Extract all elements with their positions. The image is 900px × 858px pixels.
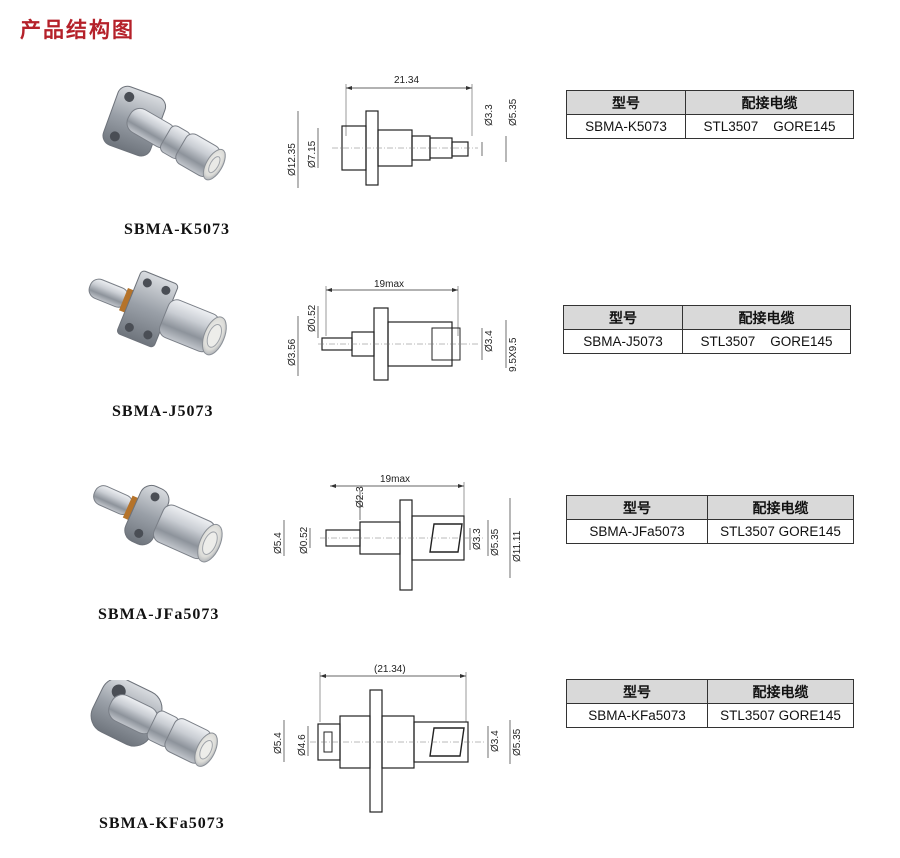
cell-cable: STL3507 GORE145 <box>707 703 854 728</box>
dim-length: 19max <box>374 279 404 290</box>
dim-a: Ø2.3 <box>355 486 366 508</box>
cell-cable: STL3507 GORE145 <box>685 114 854 139</box>
spec-table: 型号 配接电缆 SBMA-KFa5073 STL3507 GORE145 <box>566 679 854 728</box>
header-model: 型号 <box>566 90 686 115</box>
dim-length: 19max <box>380 474 410 485</box>
header-cable: 配接电缆 <box>707 495 854 520</box>
header-model: 型号 <box>566 679 708 704</box>
model-label: SBMA-J5073 <box>112 403 214 420</box>
spec-table: 型号 配接电缆 SBMA-JFa5073 STL3507 GORE145 <box>566 495 854 544</box>
connector-photo <box>102 85 226 181</box>
cell-model: SBMA-JFa5073 <box>566 519 708 544</box>
dim-d: Ø5.35 <box>512 728 523 756</box>
model-label: SBMA-KFa5073 <box>99 815 225 832</box>
header-cable: 配接电缆 <box>707 679 854 704</box>
dim-outer: Ø5.35 <box>508 98 519 126</box>
spec-table: 型号 配接电缆 SBMA-J5073 STL3507 GORE145 <box>563 305 851 354</box>
header-model: 型号 <box>563 305 683 330</box>
dim-b: Ø4.6 <box>297 734 308 756</box>
dim-length: (21.34) <box>374 664 406 675</box>
dim-d: Ø3.3 <box>472 528 483 550</box>
cell-model: SBMA-KFa5073 <box>566 703 708 728</box>
cell-model: SBMA-J5073 <box>563 329 683 354</box>
connector-photo <box>93 484 223 563</box>
dim-c: Ø3.4 <box>490 730 501 752</box>
dimension-drawing: 19max Ø3.56 Ø0.52 Ø3.4 9.5X9.5 <box>287 279 519 381</box>
dim-body: Ø7.15 <box>307 140 318 168</box>
spec-table: 型号 配接电缆 SBMA-K5073 STL3507 GORE145 <box>566 90 854 139</box>
cell-cable: STL3507 GORE145 <box>707 519 854 544</box>
dim-flange: Ø12.35 <box>287 143 298 176</box>
header-cable: 配接电缆 <box>685 90 854 115</box>
dim-d: 9.5X9.5 <box>508 337 519 372</box>
cell-model: SBMA-K5073 <box>566 114 686 139</box>
dimension-drawing: 19max Ø2.3 Ø5.4 Ø0.52 Ø3.3 Ø5.35 Ø11.11 <box>273 474 523 591</box>
model-label: SBMA-JFa5073 <box>98 606 220 623</box>
dim-e: Ø5.35 <box>490 528 501 556</box>
dim-pin: Ø3.3 <box>484 104 495 126</box>
dim-b: Ø0.52 <box>307 304 318 332</box>
dim-a: Ø5.4 <box>273 732 284 754</box>
model-label: SBMA-K5073 <box>124 221 230 238</box>
header-cable: 配接电缆 <box>682 305 851 330</box>
dim-f: Ø11.11 <box>512 530 523 562</box>
dim-c: Ø0.52 <box>299 526 310 554</box>
dim-b: Ø5.4 <box>273 532 284 554</box>
dimension-drawing: 21.34 Ø12.35 Ø7.15 Ø3.3 Ø5.35 <box>287 75 519 188</box>
connector-photo <box>90 680 218 767</box>
header-model: 型号 <box>566 495 708 520</box>
dim-a: Ø3.56 <box>287 338 298 366</box>
connector-photo <box>88 270 227 356</box>
dim-length: 21.34 <box>394 75 419 86</box>
dimension-drawing: (21.34) Ø5.4 Ø4.6 Ø3.4 Ø5.35 <box>273 664 523 813</box>
dim-c: Ø3.4 <box>484 330 495 352</box>
cell-cable: STL3507 GORE145 <box>682 329 851 354</box>
page-title: 产品结构图 <box>20 18 135 42</box>
